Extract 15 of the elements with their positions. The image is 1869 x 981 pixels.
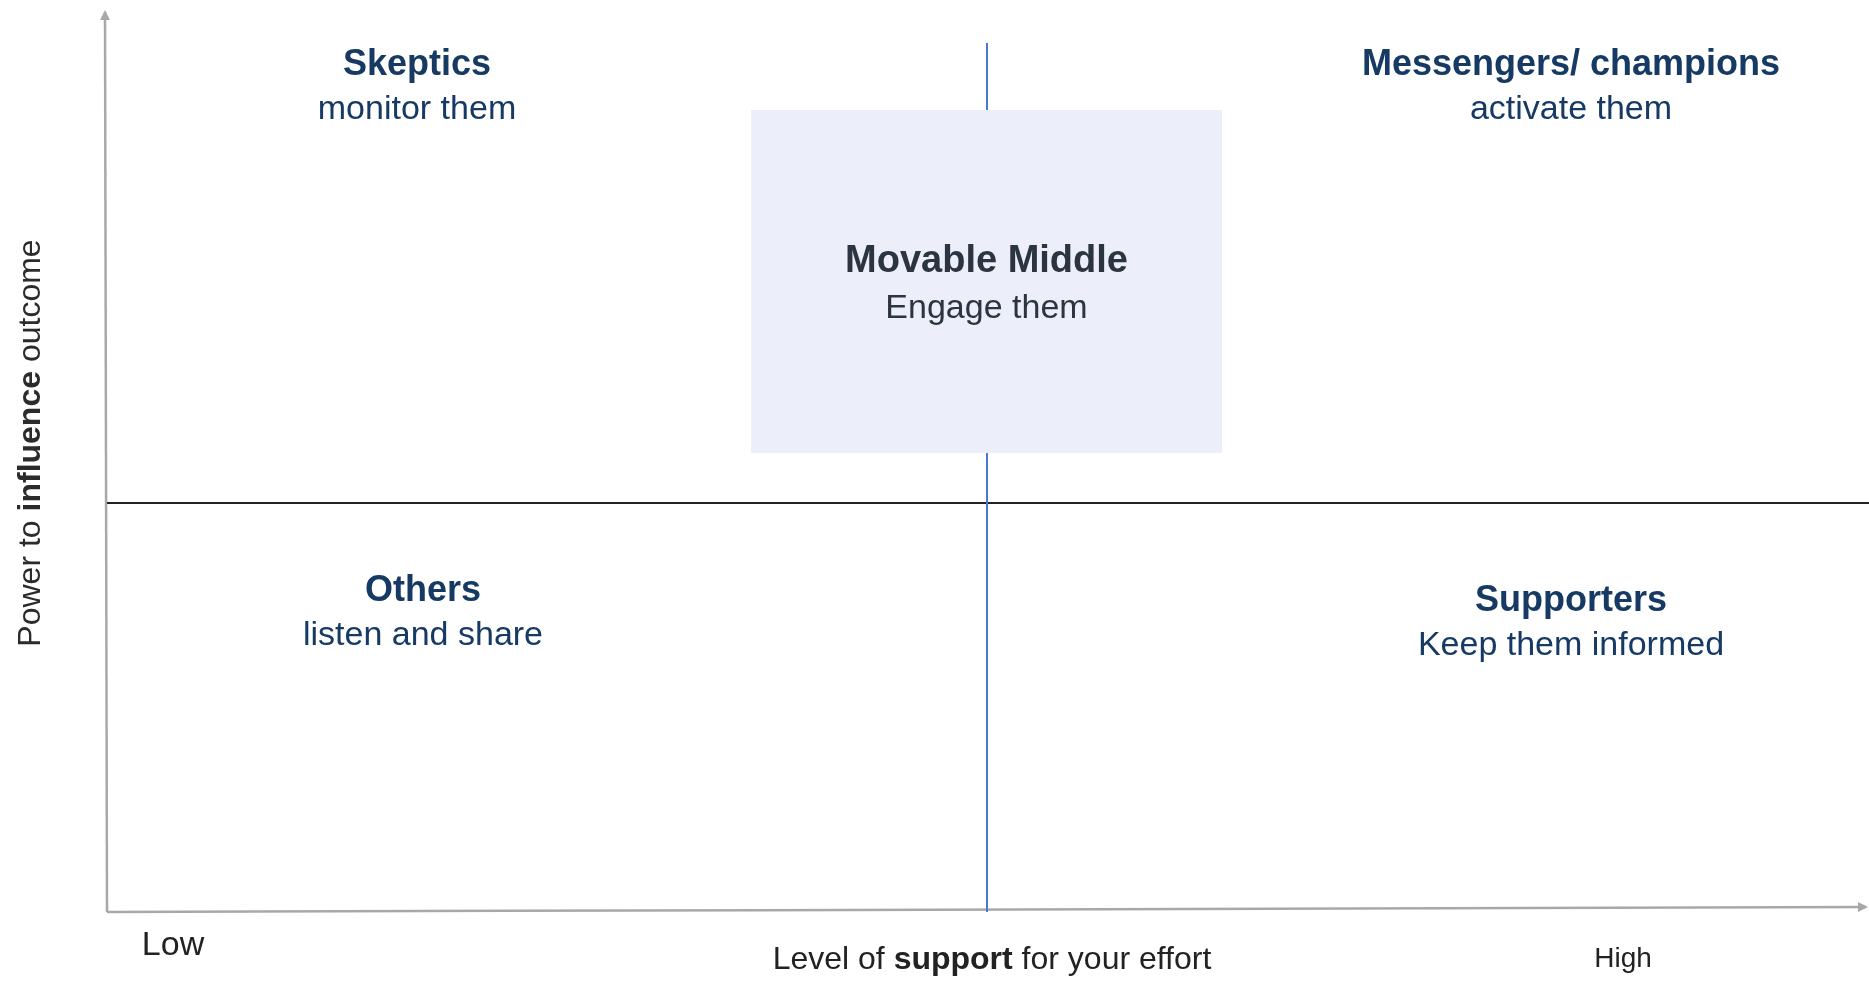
axis-title: Power to influence outcome	[10, 239, 48, 647]
axis-title: Level of support for your effort	[772, 940, 1212, 977]
quadrant-note: Keep them informed	[1417, 624, 1725, 663]
quadrant-heading: Messengers/ champions	[1361, 42, 1781, 84]
axis-end-label: Low	[141, 924, 205, 963]
quadrant-note: monitor them	[317, 88, 517, 127]
quadrant-heading: Skeptics	[342, 42, 492, 84]
highlight-box	[751, 110, 1222, 453]
axis-end-label: High	[1594, 942, 1652, 974]
quadrant-note: activate them	[1469, 88, 1673, 127]
quadrant-note: listen and share	[303, 614, 543, 653]
box-note: Engage them	[885, 286, 1088, 328]
quadrant-heading: Others	[365, 568, 481, 610]
quadrant-heading: Supporters	[1475, 578, 1667, 620]
box-heading: Movable Middle	[845, 236, 1128, 282]
